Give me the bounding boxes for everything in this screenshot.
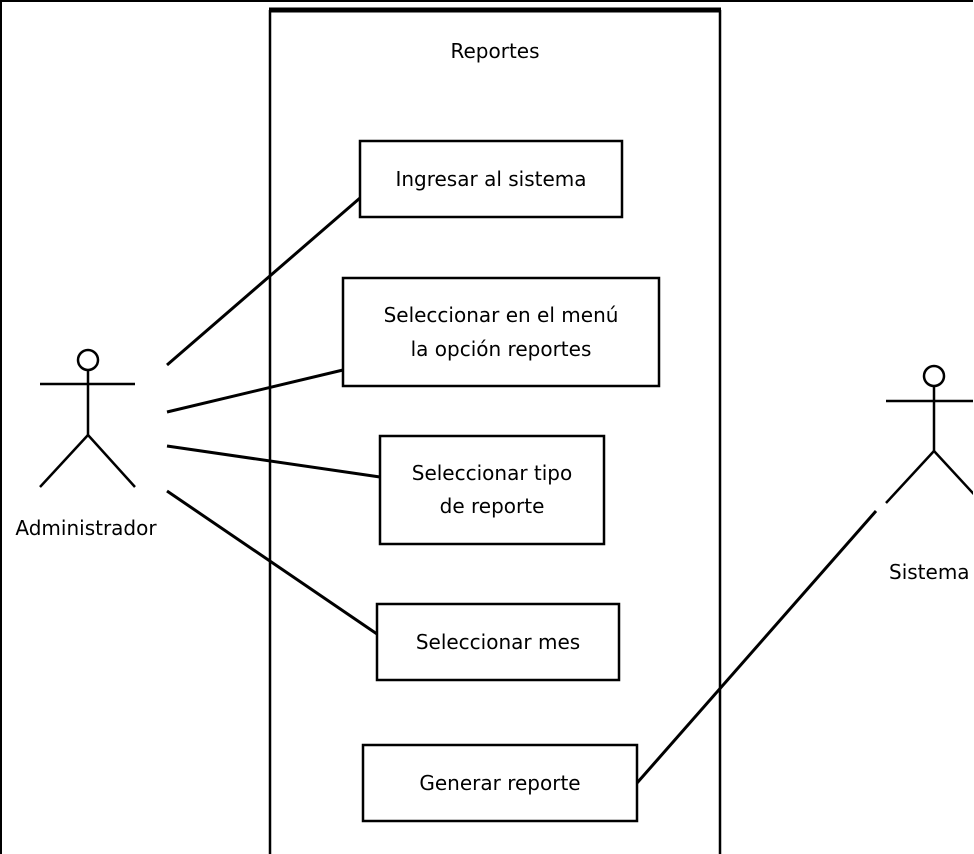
use-case-seleccionar-tipo[interactable]: Seleccionar tipo de reporte — [378, 434, 606, 546]
association-admin-ingresar — [166, 196, 361, 367]
use-case-box — [358, 139, 624, 219]
stick-figure-icon — [885, 364, 974, 504]
use-case-label: Ingresar al sistema — [395, 167, 586, 191]
association-admin-mes — [166, 489, 378, 636]
use-case-box — [378, 434, 606, 546]
actor-left-leg — [39, 434, 89, 488]
actor-label: Sistema — [889, 560, 970, 584]
system-boundary-title: Reportes — [450, 39, 539, 63]
associations — [166, 196, 878, 784]
stick-figure-icon — [39, 348, 136, 488]
use-case-box — [375, 602, 621, 682]
use-case-label-line-2: de reporte — [440, 494, 545, 518]
use-case-label-line-2: la opción reportes — [411, 337, 592, 361]
actor-right-leg — [933, 450, 974, 497]
use-case-label: Generar reporte — [419, 771, 580, 795]
actor-head — [922, 364, 946, 388]
use-case-label-line-1: Seleccionar tipo — [412, 461, 573, 485]
association-sistema-generar — [635, 510, 878, 784]
actor-right-leg — [87, 434, 136, 488]
actor-left-leg — [885, 450, 935, 504]
use-case-label-line-1: Seleccionar en el menú — [384, 303, 619, 327]
actor-label: Administrador — [15, 516, 157, 540]
association-admin-tipo — [166, 444, 381, 479]
use-case-box — [341, 276, 661, 388]
actor-head — [76, 348, 100, 372]
actor-sistema[interactable]: Sistema — [885, 364, 974, 584]
use-case-box — [361, 743, 639, 823]
association-admin-menu — [166, 368, 344, 414]
use-case-seleccionar-mes[interactable]: Seleccionar mes — [375, 602, 621, 682]
use-case-generar-reporte[interactable]: Generar reporte — [361, 743, 639, 823]
use-case-seleccionar-menu[interactable]: Seleccionar en el menú la opción reporte… — [341, 276, 661, 388]
actor-administrador[interactable]: Administrador — [15, 348, 157, 540]
use-case-ingresar[interactable]: Ingresar al sistema — [358, 139, 624, 219]
use-case-label: Seleccionar mes — [416, 630, 580, 654]
